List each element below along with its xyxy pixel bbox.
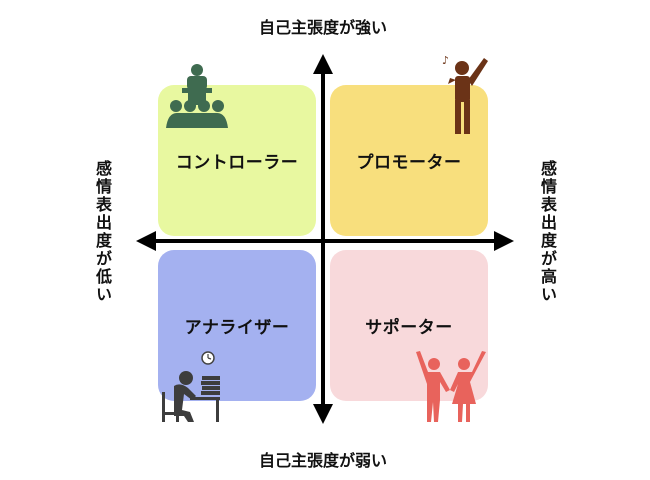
singer-icon: ♪ [442, 54, 488, 134]
axis-label-left: 感情表出度が低い [93, 160, 112, 304]
quadrant-label: プロモーター [356, 153, 462, 173]
svg-text:♪: ♪ [442, 54, 449, 67]
axis-label-right: 感情表出度が高い [538, 160, 557, 304]
quadrant-promoter: プロモーター [330, 85, 488, 236]
arrow-down-icon [313, 404, 333, 424]
quadrant-label: コントローラー [175, 153, 299, 173]
axis-label-top: 自己主張度が強い [258, 18, 387, 37]
quadrant-label: サポーター [365, 318, 453, 338]
studying-person-icon [162, 351, 220, 422]
quadrant-label: アナライザー [184, 318, 290, 338]
speaker-podium-icon [166, 64, 228, 128]
axis-label-bottom: 自己主張度が弱い [258, 451, 387, 470]
quadrant-controller: コントローラー [158, 85, 316, 236]
arrow-left-icon [136, 231, 156, 251]
arrow-up-icon [313, 54, 333, 74]
couple-cheering-icon [416, 351, 486, 422]
arrow-right-icon [494, 231, 514, 251]
